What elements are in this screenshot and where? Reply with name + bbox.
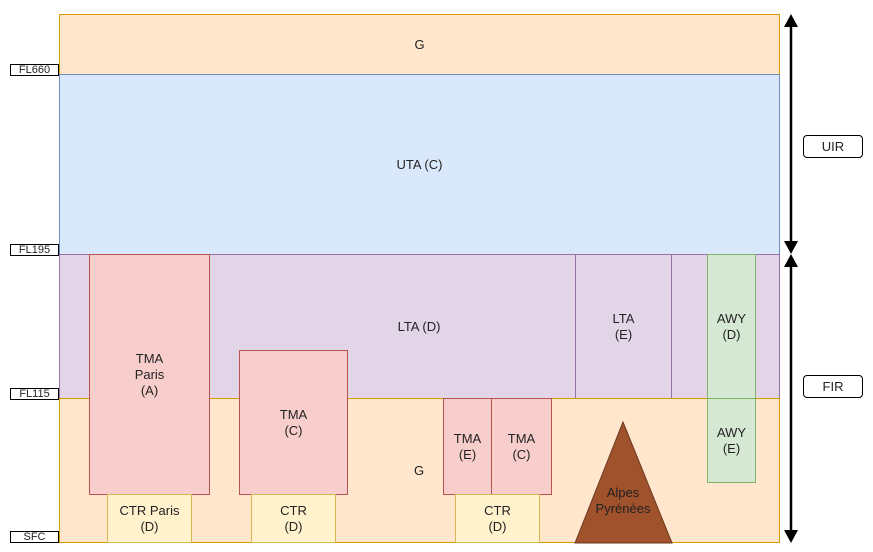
ctr-paris-zone: CTR Paris (D) [107,494,192,543]
tma-c-zone-2: TMA (C) [491,398,552,495]
awy-d-zone: AWY (D) [707,254,756,399]
level-sfc: SFC [10,531,59,543]
lta-d-label: LTA (D) [397,319,441,334]
awy-e-zone: AWY (E) [707,398,756,483]
class-g-lower-label: G [413,463,425,478]
ctr-zone-2: CTR (D) [251,494,336,543]
tma-paris-zone: TMA Paris (A) [89,254,210,495]
tma-c-zone-1: TMA (C) [239,350,348,495]
uir-arrow [784,14,798,254]
fir-arrow [784,254,798,543]
level-fl660: FL660 [10,64,59,76]
mountain-shape [574,420,673,544]
fir-label: FIR [803,375,863,398]
tma-e-zone: TMA (E) [443,398,492,495]
lta-e-zone: LTA (E) [575,254,672,399]
uir-label: UIR [803,135,863,158]
uta-zone: UTA (C) [59,74,780,255]
level-fl115: FL115 [10,388,59,400]
class-g-upper-zone: G [59,14,780,75]
mountain-label: Alpes Pyrénées [595,485,651,516]
ctr-zone-3: CTR (D) [455,494,540,543]
level-fl195: FL195 [10,244,59,256]
